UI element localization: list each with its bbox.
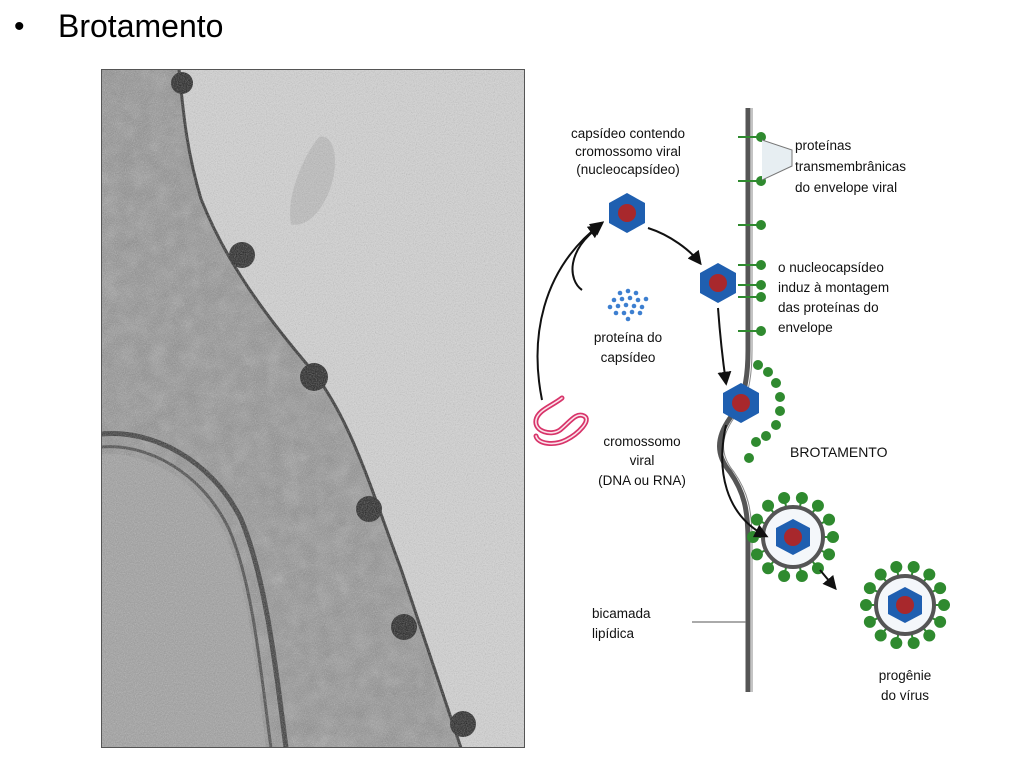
viral-chromosome-icon: [533, 395, 589, 446]
nucleocapsid-1: [609, 193, 645, 233]
envelope-protein: [762, 499, 775, 512]
capsid-protein-dot: [643, 296, 649, 302]
envelope-protein: [747, 531, 759, 543]
label-budding: BROTAMENTO: [790, 444, 888, 460]
envelope-protein: [863, 615, 876, 628]
envelope-protein: [811, 499, 824, 512]
capsid-protein-dot: [611, 297, 617, 303]
label-chromosome-1: cromossomo: [603, 434, 680, 449]
capsid-protein-dot: [627, 295, 633, 301]
nucleocapsid-2: [700, 263, 736, 303]
label-capsid-protein-2: capsídeo: [601, 350, 656, 365]
envelope-protein: [938, 599, 950, 611]
envelope-protein: [860, 599, 872, 611]
capsid-protein-dot: [625, 288, 631, 294]
capsid-protein-dot: [635, 297, 641, 303]
capsid-protein-dot: [621, 310, 627, 316]
capsid-protein-dot: [623, 302, 629, 308]
label-capsid-2: cromossomo viral: [575, 144, 681, 159]
label-capsid-3: (nucleocapsídeo): [576, 162, 680, 177]
slide-title: Brotamento: [58, 8, 224, 44]
label-progeny-1: progênie: [879, 668, 932, 683]
progeny-virus: [860, 560, 950, 650]
capsid-protein-dot: [637, 310, 643, 316]
electron-micrograph: [101, 69, 525, 748]
envelope-protein: [907, 560, 920, 573]
label-capsid-protein-1: proteína do: [594, 330, 662, 345]
envelope-protein: [863, 582, 876, 595]
label-chromosome-3: (DNA ou RNA): [598, 473, 686, 488]
envelope-protein: [750, 513, 763, 526]
envelope-protein: [795, 569, 808, 582]
transmembrane-proteins: [738, 132, 785, 463]
label-proteins-1: proteínas: [795, 138, 852, 153]
envelope-protein: [823, 513, 836, 526]
label-induces-1: o nucleocapsídeo: [778, 260, 884, 275]
capsid-protein-dot: [629, 309, 635, 315]
envelope-protein: [827, 531, 839, 543]
envelope-protein: [923, 629, 936, 642]
envelope-protein: [934, 615, 947, 628]
label-proteins-3: do envelope viral: [795, 180, 897, 195]
budding-virus: [747, 492, 839, 582]
capsid-protein-dot: [613, 310, 619, 316]
envelope-protein: [795, 492, 808, 505]
label-induces-2: induz à montagem: [778, 280, 889, 295]
label-capsid-1: capsídeo contendo: [571, 126, 685, 141]
envelope-protein: [907, 637, 920, 650]
assembly-arrows: [536, 221, 837, 591]
capsid-protein-dot: [639, 304, 645, 310]
label-proteins-2: transmembrânicas: [795, 159, 906, 174]
label-induces-4: envelope: [778, 320, 833, 335]
envelope-protein: [934, 582, 947, 595]
label-bilayer-1: bicamada: [592, 606, 651, 621]
slide-title-row: • Brotamento: [14, 8, 223, 45]
capsid-protein-dot: [615, 303, 621, 309]
capsid-protein-dot: [625, 316, 631, 322]
envelope-protein: [823, 548, 836, 561]
envelope-protein: [750, 548, 763, 561]
budding-diagram: capsídeo contendo cromossomo viral (nucl…: [530, 100, 1000, 710]
capsid-protein-dot: [619, 296, 625, 302]
envelope-protein: [874, 629, 887, 642]
envelope-protein: [778, 492, 791, 505]
capsid-protein-dot: [607, 304, 613, 310]
envelope-protein: [778, 569, 791, 582]
bullet-icon: •: [14, 9, 25, 43]
capsid-protein-dot: [631, 303, 637, 309]
label-induces-3: das proteínas do: [778, 300, 879, 315]
envelope-protein: [890, 560, 903, 573]
envelope-protein: [762, 562, 775, 575]
capsid-protein-dot: [633, 290, 639, 296]
label-chromosome-2: viral: [630, 453, 655, 468]
capsid-protein-dots: [607, 288, 649, 322]
diagram-labels: capsídeo contendo cromossomo viral (nucl…: [571, 126, 931, 703]
capsid-protein-dot: [617, 290, 623, 296]
envelope-protein: [890, 637, 903, 650]
label-bilayer-2: lipídica: [592, 626, 635, 641]
nucleocapsid-3: [723, 383, 759, 423]
envelope-protein: [923, 568, 936, 581]
envelope-protein: [874, 568, 887, 581]
label-progeny-2: do vírus: [881, 688, 929, 703]
